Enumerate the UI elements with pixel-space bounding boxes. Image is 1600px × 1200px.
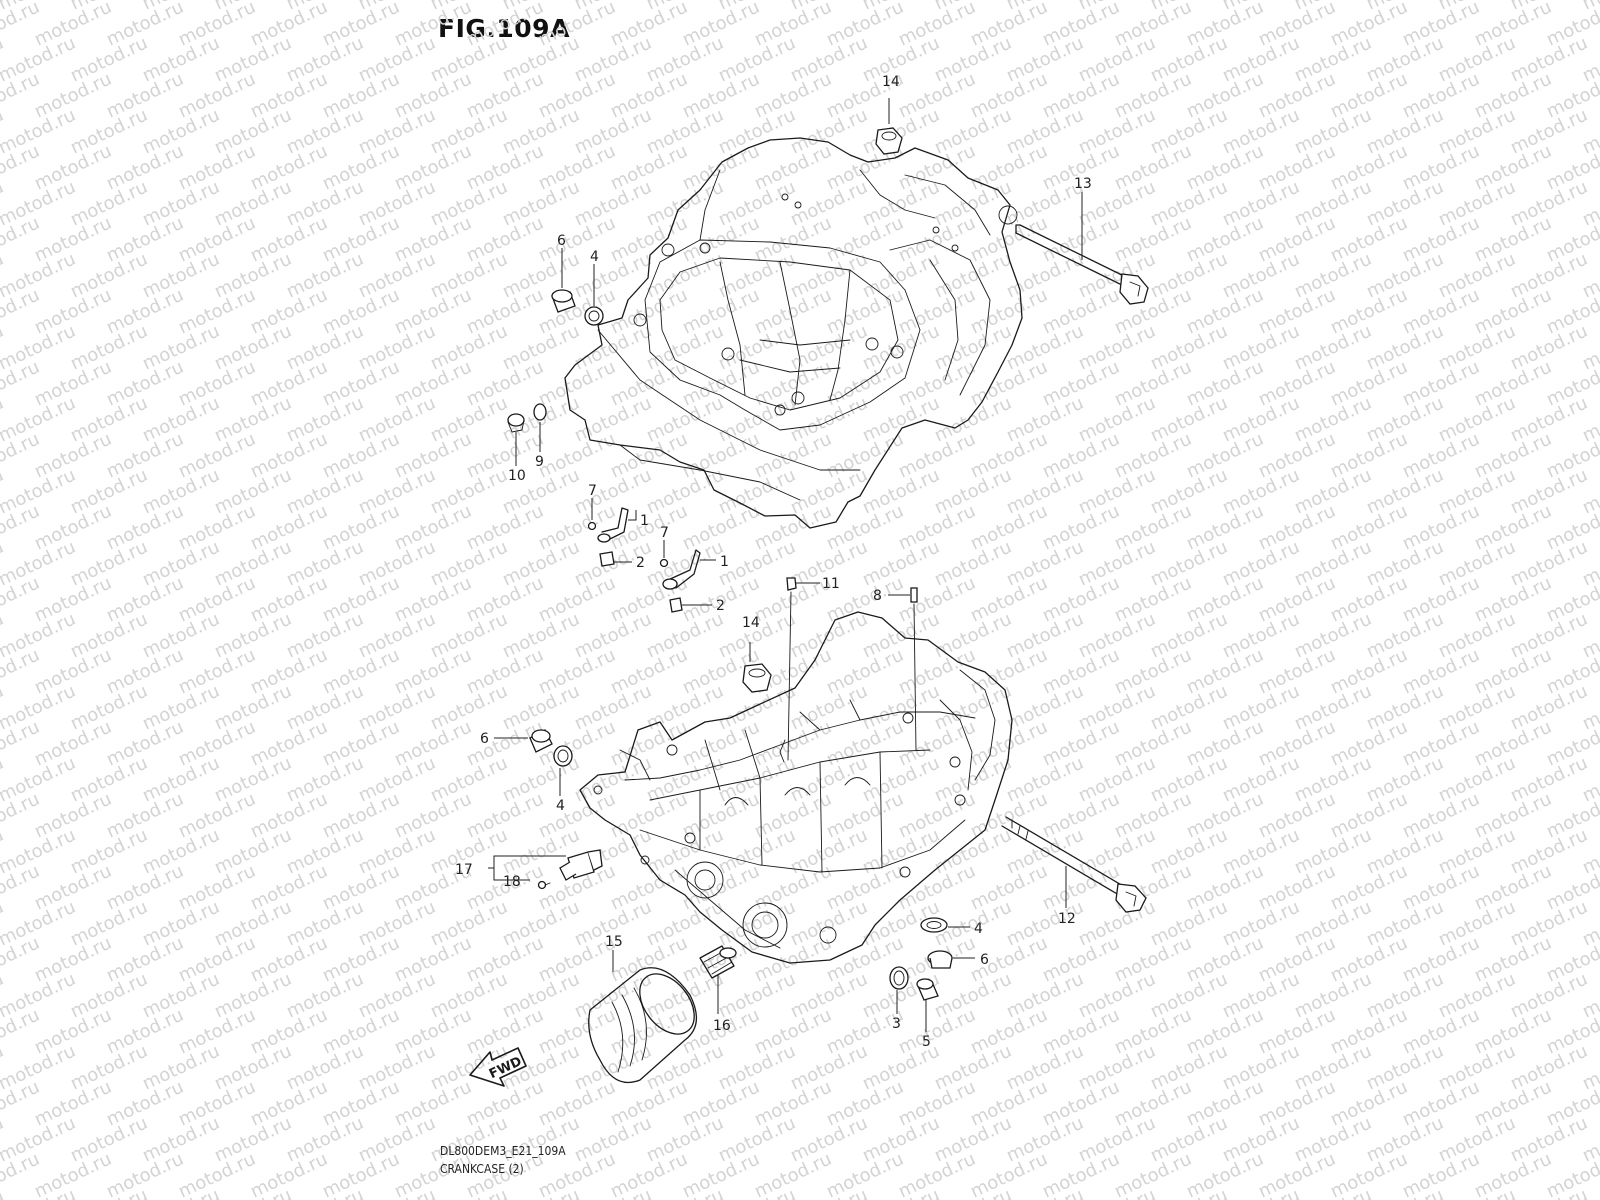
callout-14-lower: 14 [742,615,760,631]
callout-9: 9 [535,454,544,470]
callout-1-b: 1 [720,554,729,570]
oil-jet-group-2 [659,549,701,613]
plug-6-left [529,729,573,767]
callout-14-upper: 14 [882,74,900,90]
callout-4-right: 4 [974,921,983,937]
drain-plug-5 [889,966,939,1001]
callout-6-upper: 6 [557,233,566,249]
callout-5: 5 [922,1034,931,1050]
callout-2-b: 2 [716,598,725,614]
union-bolt-16 [699,945,737,979]
callout-17: 17 [455,862,473,878]
bolt-13 [1015,224,1149,305]
callout-2-a: 2 [636,555,645,571]
callout-labels: 14 13 6 4 10 9 7 1 2 7 1 2 11 8 14 6 4 1… [455,74,1092,1050]
callout-16: 16 [713,1018,731,1034]
callout-6-left: 6 [480,731,489,747]
callout-18: 18 [503,874,521,890]
figure-title: FIG.109A [438,14,570,43]
callout-3: 3 [892,1016,901,1032]
bolt-12 [1001,816,1147,913]
callout-4-left: 4 [556,798,565,814]
oil-filter-15 [588,967,697,1084]
nut-14-lower [742,663,772,693]
callout-1-a: 1 [640,513,649,529]
plug-6-upper [551,289,604,326]
lower-crankcase [579,611,1013,964]
nut-14-upper [875,127,903,155]
callout-7-b: 7 [660,525,669,541]
drawing-code: DL800DEM3_E21_109A [440,1144,566,1158]
oil-pressure-switch-17 [537,849,603,890]
callout-7-a: 7 [588,483,597,499]
plug-10 [507,403,547,433]
callout-15: 15 [605,934,623,950]
callout-12: 12 [1058,911,1076,927]
callout-4-upper: 4 [590,249,599,265]
callout-10: 10 [508,468,526,484]
callout-6-right: 6 [980,952,989,968]
leader-lines [488,98,1083,1032]
dowel-pin-8 [910,587,918,751]
drawing-name: CRANKCASE (2) [440,1162,524,1176]
callout-11: 11 [822,576,840,592]
oil-jet-group-1 [587,507,629,567]
callout-13: 13 [1074,176,1092,192]
oil-jet-11 [779,577,797,763]
plug-6-right [920,917,953,969]
upper-crankcase [564,137,1023,529]
callout-8: 8 [873,588,882,604]
